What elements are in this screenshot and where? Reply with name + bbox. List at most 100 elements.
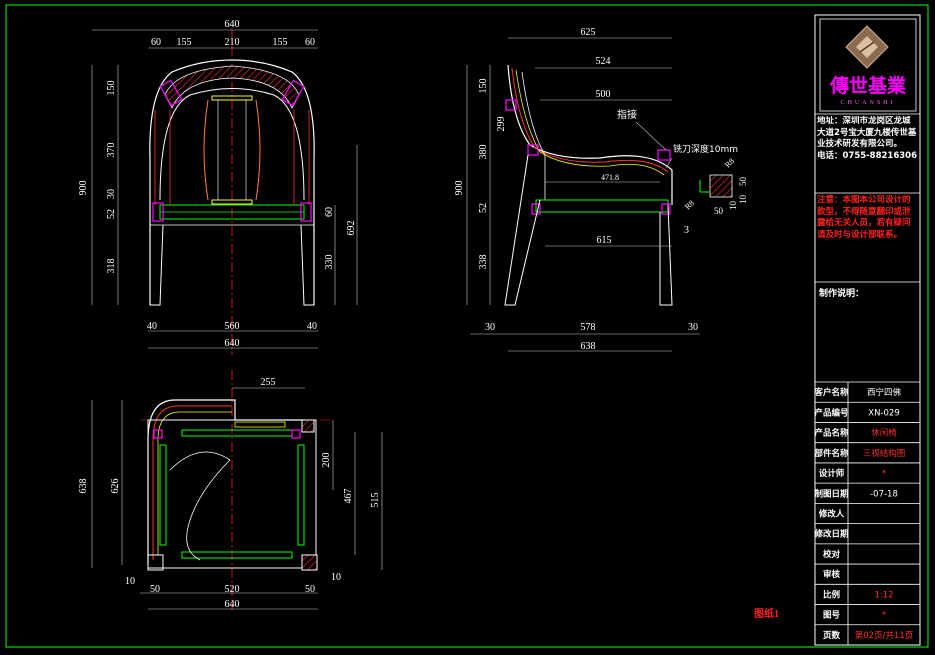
- top-dim-right-467: 467: [343, 489, 354, 504]
- side-back-outer: [507, 64, 673, 205]
- side-dim-top-500: 500: [596, 89, 611, 100]
- tb-row-value: *: [882, 611, 886, 621]
- address-block: 地址：深圳市龙岗区龙城大道2号宝大厦九楼传世基业技术研发有限公司。 电话：075…: [817, 116, 917, 161]
- top-seat-curve: [169, 451, 231, 561]
- side-dim-inner-615: 615: [597, 235, 612, 246]
- top-leg-br: [301, 554, 318, 571]
- front-top-rail: [164, 65, 300, 109]
- top-joint-tr: [291, 429, 301, 439]
- side-back-inner: [521, 71, 546, 200]
- side-dim-bottom-30b: 30: [688, 322, 698, 333]
- front-back-inner: [159, 88, 305, 201]
- top-back-red: [152, 405, 232, 560]
- side-dim-left-900: 900: [454, 181, 465, 196]
- side-seat-joint-l: [531, 203, 541, 215]
- tb-row-label: 产品名称: [814, 428, 849, 439]
- tb-row-label: 比例: [823, 589, 841, 600]
- side-back-red: [511, 67, 669, 173]
- front-dim-left-52: 52: [106, 209, 117, 219]
- front-slat-bottom: [211, 199, 253, 205]
- side-dim-left-52: 52: [478, 203, 489, 213]
- front-seat-joint-right: [300, 202, 312, 222]
- top-rail-back: [181, 429, 293, 437]
- front-dim-left-150: 150: [106, 81, 117, 96]
- logo-icon: [845, 25, 889, 69]
- side-dim-inner-471: 471.8: [601, 173, 619, 182]
- front-seat-joint-left: [152, 202, 164, 222]
- top-dim-top-255: 255: [261, 377, 276, 388]
- top-dim-left-626: 626: [110, 479, 121, 494]
- front-dim-left-30: 30: [106, 189, 117, 199]
- front-back-slat-right: [255, 99, 261, 201]
- logo-frame: [819, 18, 917, 112]
- side-detail-10b: 10: [738, 195, 748, 205]
- front-back-slat-left: [203, 99, 209, 201]
- front-dim-bottom-560: 560: [225, 321, 240, 332]
- side-dim-top-524: 524: [596, 56, 611, 67]
- top-dim-left-638: 638: [78, 479, 89, 494]
- side-back-yellow: [515, 69, 665, 176]
- tb-row-label: 审核: [823, 569, 841, 580]
- tb-row-value: 休闲椅: [871, 428, 897, 439]
- side-detail-r8b: R8: [683, 198, 696, 211]
- tb-row-label: 校对: [823, 549, 841, 560]
- tb-row-label: 修改日期: [813, 529, 849, 540]
- tb-row-label: 产品编号: [814, 407, 849, 418]
- front-dim-top-640: 640: [225, 19, 240, 30]
- top-dim-right-200: 200: [321, 453, 332, 468]
- front-dim-top-155b: 155: [273, 37, 288, 48]
- top-rail-left: [159, 444, 167, 546]
- side-dim-left-380: 380: [478, 145, 489, 160]
- front-leg-left: [149, 224, 164, 306]
- tb-row-value: XN-029: [868, 408, 899, 418]
- top-dim-bottom-640: 640: [225, 599, 240, 610]
- note-red: 图纸1: [754, 607, 779, 620]
- production-note-label: 制作说明：: [819, 287, 864, 299]
- side-detail-50a: 50: [714, 206, 724, 216]
- front-arm-right: [293, 110, 310, 205]
- front-dim-bottom-40b: 40: [307, 321, 317, 332]
- title-block: 傳世基業 CHUANSHI 地址：深圳市龙岗区龙城大道2号宝大厦九楼传世基业技术…: [813, 14, 921, 646]
- front-dim-right-330: 330: [324, 255, 335, 270]
- side-leg-back: [504, 154, 541, 306]
- tb-row-label: 制图日期: [814, 488, 849, 499]
- front-dim-right-60: 60: [324, 207, 335, 217]
- side-label-cutter: 铣刀深度10mm: [673, 143, 738, 155]
- top-rail-yellow: [234, 421, 286, 428]
- side-dim-left-299: 299: [496, 117, 507, 132]
- side-detail-50b: 50: [738, 177, 748, 187]
- front-joint-right: [281, 79, 305, 107]
- logo-text: 傳世基業: [829, 74, 907, 97]
- front-dim-bottom-640: 640: [225, 338, 240, 349]
- side-joint-mid: [527, 144, 539, 156]
- tb-row-value: -07-18: [870, 489, 898, 499]
- drawing-border: [5, 4, 929, 648]
- warning-text: 注意：本图本公司设计的款型，不得随意翻印或泄露给无关人员，若有疑问请及时与设计部…: [817, 195, 911, 240]
- side-dim-bottom-30a: 30: [485, 322, 495, 333]
- front-dim-bottom-40a: 40: [147, 321, 157, 332]
- front-dim-top-60a: 60: [151, 37, 161, 48]
- tb-row-value: 西宁四佛: [867, 387, 902, 398]
- side-view: 625 524 500 指接 铣刀深度10mm 150 299 380 900 …: [454, 27, 748, 352]
- side-detail-10a: 10: [728, 201, 738, 211]
- tb-row-label: 客户名称: [813, 387, 849, 398]
- top-dim-right-515: 515: [370, 493, 381, 508]
- side-leg-front: [659, 204, 673, 306]
- front-dim-right-692: 692: [346, 221, 357, 236]
- side-joint-top: [505, 99, 517, 111]
- title-block-frame: [814, 14, 921, 646]
- tb-row-value: 1:12: [874, 590, 893, 600]
- logo-sub: CHUANSHI: [840, 100, 895, 106]
- side-detail-box: [709, 174, 733, 198]
- front-dim-left-370: 370: [106, 143, 117, 158]
- top-back-outline: [147, 399, 305, 565]
- side-dim-bottom-578: 578: [581, 322, 596, 333]
- front-back-slat-mid: [217, 100, 247, 200]
- front-dim-left-318: 318: [106, 259, 117, 274]
- side-seat-rail: [535, 199, 669, 213]
- top-leg-tr: [301, 419, 315, 433]
- top-dim-bottom-10a: 10: [125, 576, 135, 587]
- tb-row-value: 三视结构图: [863, 448, 906, 459]
- side-detail-green: [699, 180, 710, 193]
